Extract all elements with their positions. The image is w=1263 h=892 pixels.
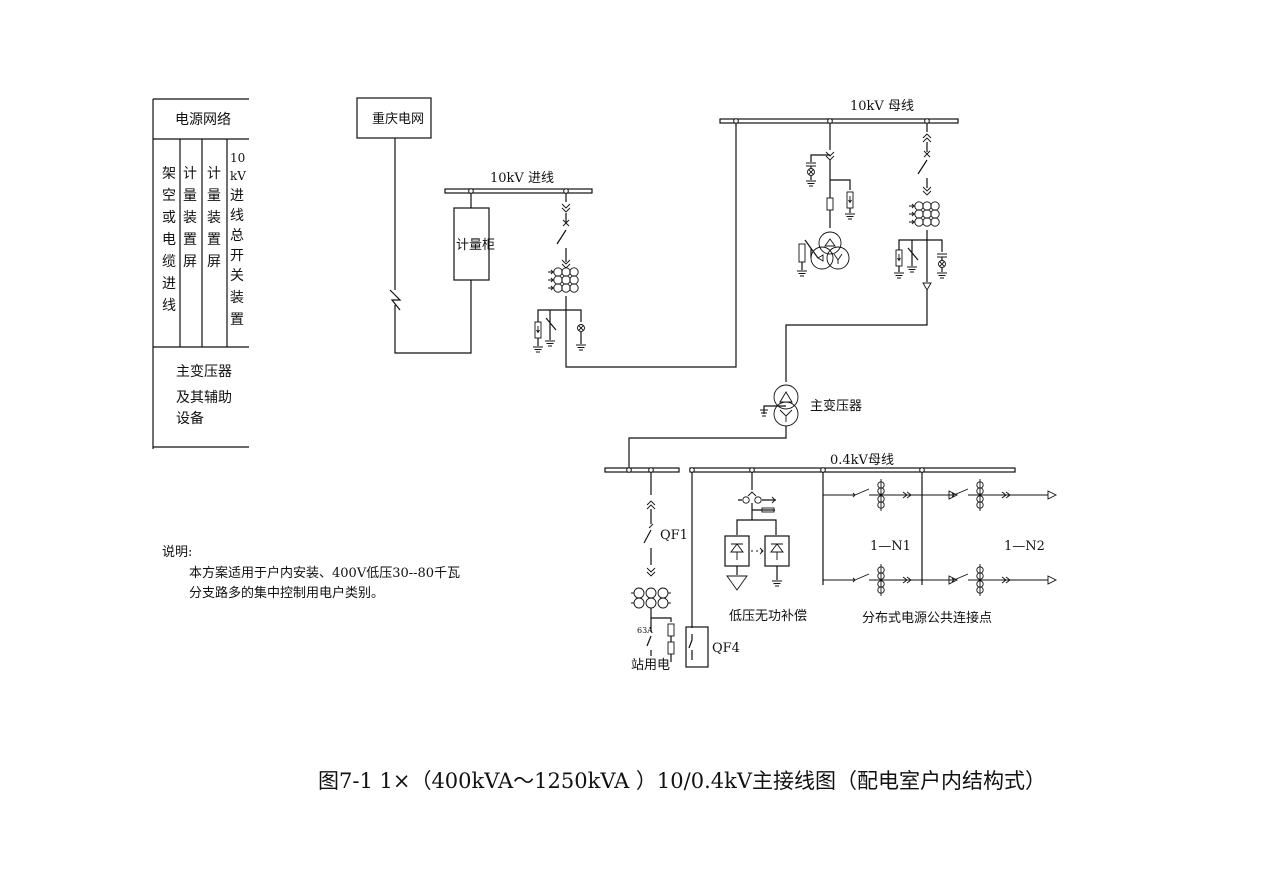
bus-04kv-right-bar (689, 467, 1016, 473)
station-power-label: 站用电 (631, 658, 670, 673)
notes-title: 说明: (162, 545, 192, 560)
side-table-header: 电源网络 (175, 112, 231, 128)
reactive-compensation: 低压无功补偿 (724, 472, 807, 624)
feeder-n2-label: 1—N2 (1004, 539, 1045, 554)
qf4-box (685, 626, 709, 668)
bus-10kv-label: 10kV 母线 (850, 99, 914, 114)
break-symbol (389, 289, 402, 311)
notes-line-2: 分支路多的集中控制用电户类别。 (189, 585, 384, 601)
grid-source: 重庆电网 (356, 97, 472, 354)
reactive-comp-label: 低压无功补偿 (729, 609, 807, 624)
side-table-section2-line3: 设备 (176, 410, 204, 427)
incoming-section: 10kV 进线 计量柜 (444, 122, 737, 368)
notes: 说明: 本方案适用于户内安装、400V低压30--80千瓦 分支路多的集中控制用… (162, 545, 460, 601)
bus-10kv-bar (719, 118, 959, 124)
figure-caption: 图7-1 1×（400kVA～1250kVA ）10/0.4kV主接线图（配电室… (318, 769, 1046, 793)
distributed-pcc-label: 分布式电源公共连接点 (862, 610, 992, 626)
main-transformer: 主变压器 (628, 384, 862, 470)
side-table-section2-line1: 主变压器 (176, 364, 232, 380)
notes-line-1: 本方案适用于户内安装、400V低压30--80千瓦 (189, 565, 460, 581)
bus-04kv-section: 0.4kV母线 QF1 63A 站用电 Q (604, 453, 1057, 673)
bus-10kv-section: 10kV 母线 (719, 99, 959, 382)
incoming-bus-bar (444, 188, 593, 194)
incoming-bus-label: 10kV 进线 (490, 171, 554, 186)
distributed-feeders: 1—N1 1—N2 分布式电源公共连接点 (822, 472, 1057, 626)
side-table-section2-line2: 及其辅助 (176, 390, 232, 406)
bus-04kv-label: 0.4kV母线 (830, 453, 894, 468)
side-table-col-1: 架空或 电缆进线 (162, 166, 180, 314)
grid-label: 重庆电网 (372, 111, 424, 127)
metering-cabinet (453, 207, 490, 281)
side-table-col-3: 计量装 置屏 (207, 166, 225, 270)
side-table-col-2: 计量装 置屏 (183, 166, 201, 270)
rating-63a: 63A (637, 626, 653, 635)
feeder-n1-label: 1—N1 (870, 539, 911, 554)
main-transformer-label: 主变压器 (810, 398, 862, 414)
qf4-label: QF4 (712, 641, 740, 656)
metering-cabinet-label: 计量柜 (456, 238, 495, 253)
bus-04kv-left-bar (604, 467, 680, 473)
qf1-label: QF1 (660, 528, 688, 543)
